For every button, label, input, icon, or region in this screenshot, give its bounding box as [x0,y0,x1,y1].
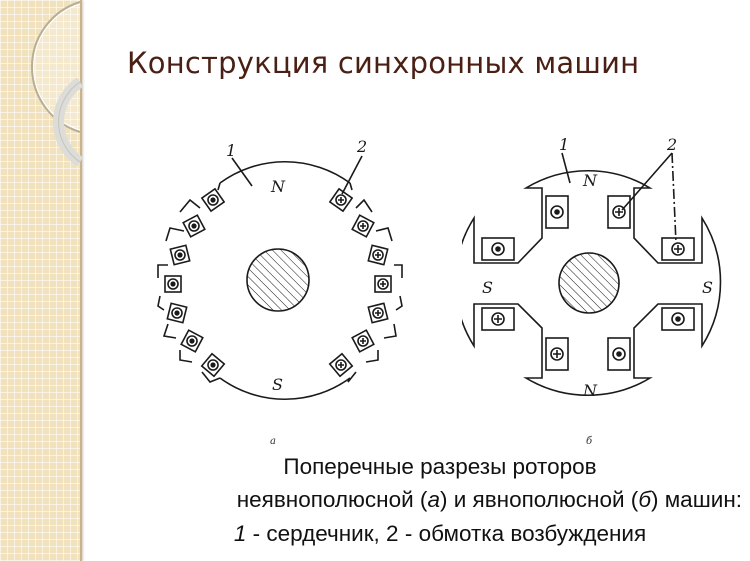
caption-line-1: Поперечные разрезы роторов [283,454,597,479]
caption-number-1: 1 [233,521,247,546]
caption-text: неявнополюсной ( [236,487,428,512]
decorative-side-band [0,0,82,561]
pole-n-top-label: N [582,171,598,190]
caption-text: - сердечник, 2 - обмотка возбуждения [246,521,647,546]
caption-line-2: неявнополюсной (а) и явнополюсной (б) ма… [82,487,742,513]
pole-n-label: N [270,177,286,196]
callout-1-label: 1 [559,135,569,154]
callout-2-label: 2 [356,137,367,156]
caption-text: ) машин: [650,487,742,512]
caption-italic-b: б [638,487,651,512]
diagram-b-label: б [586,436,593,447]
caption-text: ) и явнополюсной ( [439,487,639,512]
slide-title: Конструкция синхронных машин [127,46,640,80]
diagram-a-label: а [270,436,276,447]
pole-s-left-label: S [482,278,493,297]
callout-1-label: 1 [226,141,236,160]
non-salient-rotor-diagram: 1 2 N S [157,137,403,401]
salient-pole-rotor-diagram: 1 2 N N S S [462,135,722,400]
right-slots [328,182,403,383]
caption-italic-a: а [427,487,440,512]
pole-n-bottom-label: N [582,381,598,400]
caption-line-3: 1 - сердечник, 2 - обмотка возбуждения [150,521,730,547]
callout-2-label: 2 [666,135,677,154]
pole-s-label: S [272,375,283,394]
pole-s-right-label: S [702,278,713,297]
left-slots [157,182,226,383]
